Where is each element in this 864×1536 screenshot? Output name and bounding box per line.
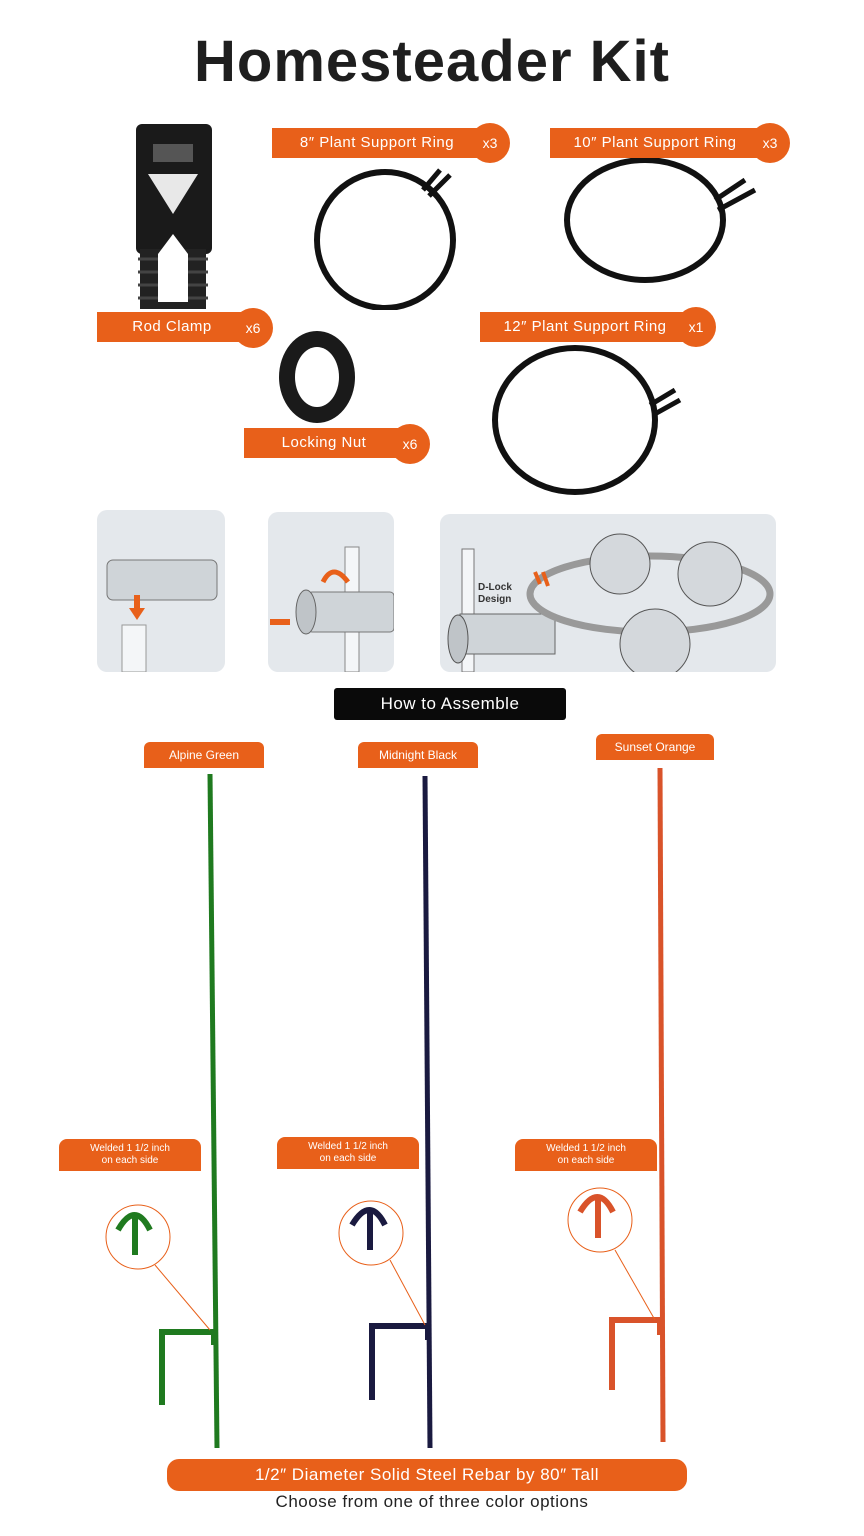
orange-stake	[567, 767, 666, 1443]
8in-ring-label: 8″ Plant Support Ring	[272, 128, 482, 158]
color-midnight-black[interactable]: Midnight Black	[358, 742, 478, 768]
assembly-step-3: D-Lock Design	[440, 514, 776, 672]
page-title: Homesteader Kit	[194, 29, 670, 94]
locking-nut-qty: x6	[390, 424, 430, 464]
how-to-assemble-button[interactable]: How to Assemble	[334, 688, 566, 720]
weld-label-line2: on each side	[101, 1155, 159, 1166]
locking-nut-image	[279, 331, 355, 423]
assembly-step-1	[97, 510, 225, 672]
12in-ring-image	[492, 345, 682, 495]
10in-ring-image	[564, 157, 757, 283]
10in-ring-label: 10″ Plant Support Ring	[550, 128, 760, 158]
rebar-spec-banner: 1/2″ Diameter Solid Steel Rebar by 80″ T…	[167, 1459, 687, 1491]
8in-ring-image	[314, 168, 456, 310]
d-lock-callout: D-Lock Design	[478, 582, 512, 605]
weld-label-line1: Welded 1 1/2 inch	[546, 1143, 626, 1154]
locking-nut-label: Locking Nut	[244, 428, 404, 458]
green-stake	[105, 773, 220, 1449]
rod-clamp-qty: x6	[233, 308, 273, 348]
weld-label-line2: on each side	[319, 1153, 377, 1164]
assembly-step-2	[268, 512, 394, 672]
weld-label-line1: Welded 1 1/2 inch	[308, 1141, 388, 1152]
weld-label-line1: Welded 1 1/2 inch	[90, 1143, 170, 1154]
color-alpine-green[interactable]: Alpine Green	[144, 742, 264, 768]
8in-ring-qty: x3	[470, 123, 510, 163]
weld-label-line2: on each side	[557, 1155, 615, 1166]
10in-ring-qty: x3	[750, 123, 790, 163]
rod-clamp-label: Rod Clamp	[97, 312, 247, 342]
color-sunset-orange[interactable]: Sunset Orange	[596, 734, 714, 760]
12in-ring-qty: x1	[676, 307, 716, 347]
12in-ring-label: 12″ Plant Support Ring	[480, 312, 690, 342]
rod-clamp-image	[136, 124, 212, 309]
rebar-stakes	[105, 767, 666, 1449]
color-options-caption: Choose from one of three color options	[275, 1492, 589, 1511]
black-stake	[338, 775, 433, 1449]
